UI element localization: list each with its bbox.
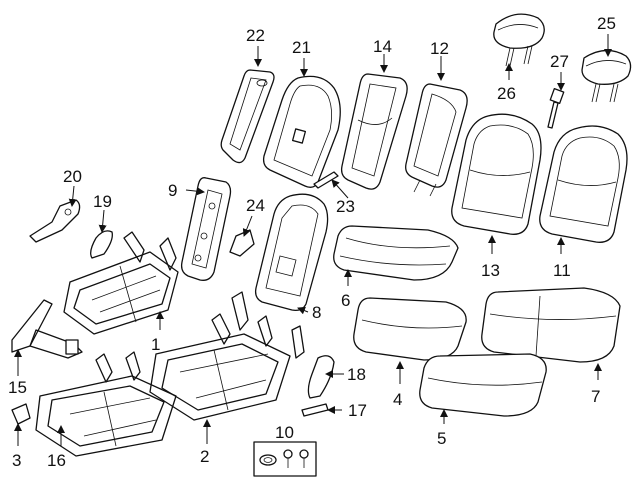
callout-18: 18 [347, 365, 366, 384]
part-14-backrest-cover [340, 73, 408, 190]
callout-11: 11 [553, 261, 571, 280]
callout-25: 25 [597, 14, 616, 33]
part-17-pin [301, 403, 329, 417]
part-25-headrest [581, 49, 632, 103]
part-11-backrest [539, 125, 628, 243]
part-23-clip [313, 171, 339, 189]
part-22-trim-panel [220, 69, 275, 164]
callout-24: 24 [246, 196, 265, 215]
part-10-hardware-kit [253, 441, 317, 477]
callout-27: 27 [550, 52, 569, 71]
callout-13: 13 [481, 261, 500, 280]
callout-7: 7 [591, 387, 600, 406]
callout-9: 9 [168, 181, 177, 200]
callout-5: 5 [437, 429, 446, 448]
part-26-headrest [493, 13, 545, 67]
callout-14: 14 [373, 37, 392, 56]
part-7-seat-cushion [481, 287, 621, 363]
part-19-cover [90, 230, 113, 259]
callout-16: 16 [47, 451, 66, 470]
callout-3: 3 [12, 451, 21, 470]
part-3-clip [11, 403, 31, 425]
callout-10: 10 [275, 423, 294, 442]
callout-15: 15 [8, 378, 27, 397]
part-13-backrest [451, 113, 542, 235]
part-20-side-trim [29, 199, 81, 243]
part-6-seat-cushion [333, 225, 459, 281]
part-5-seat-pad [419, 353, 547, 417]
callout-19: 19 [93, 192, 112, 211]
part-1-seat-frame [63, 231, 179, 335]
callout-2: 2 [200, 447, 209, 466]
part-16-seat-frame [35, 351, 177, 457]
callout-20: 20 [63, 167, 82, 186]
leader-lines [14, 34, 612, 446]
part-9-frame-panel [180, 177, 232, 281]
part-4-seat-cover [353, 297, 467, 361]
callout-4: 4 [393, 390, 402, 409]
part-15-bracket [11, 299, 83, 359]
callout-23: 23 [336, 197, 355, 216]
callout-1: 1 [151, 335, 160, 354]
callout-26: 26 [497, 84, 516, 103]
callout-22: 22 [246, 26, 265, 45]
part-12-backrest-pad [405, 83, 468, 197]
callout-21: 21 [292, 38, 311, 57]
part-2-seat-frame [149, 291, 305, 421]
part-27-headrest-guide [547, 88, 565, 129]
callout-labels: 1 2 3 4 5 6 7 8 9 10 11 12 13 14 15 16 1… [8, 14, 616, 470]
callout-8: 8 [312, 303, 321, 322]
callout-12: 12 [430, 39, 449, 58]
callout-6: 6 [341, 291, 350, 310]
part-21-backrest-board [262, 75, 341, 188]
part-8-backrest-frame [254, 193, 329, 312]
part-18-trim [307, 355, 335, 399]
callout-17: 17 [348, 401, 367, 420]
part-24-bracket [229, 229, 255, 257]
